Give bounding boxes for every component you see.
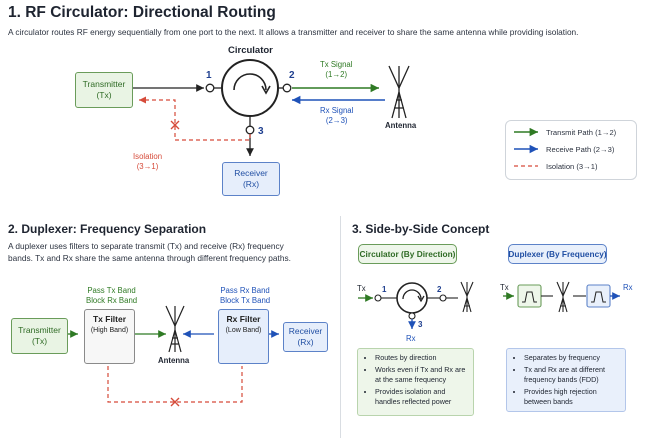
tx-signal-label: Tx Signal (1→2) (320, 60, 353, 79)
isolation-x-icon (170, 120, 180, 130)
antenna-icon (388, 65, 410, 119)
transmitter-box: Transmitter (Tx) (75, 72, 133, 108)
port1-label: 1 (206, 70, 212, 81)
port2-label: 2 (289, 70, 295, 81)
rx-filter-sub: (Low Band) (225, 327, 262, 334)
rx-pass-label: Pass Rx Band Block Tx Band (220, 286, 271, 305)
duplexer-heading: 2. Duplexer: Frequency Separation (8, 222, 207, 236)
duplexer-antenna-label: Antenna (158, 356, 190, 365)
rx-filter-label: Rx Filter (226, 314, 261, 324)
mini-rx-label: Rx (406, 334, 416, 343)
duplexer-transmitter-box: Transmitter (Tx) (11, 318, 68, 354)
rx-signal-label: Rx Signal (2→3) (320, 106, 354, 125)
duplexer-antenna-icon (165, 305, 185, 353)
circulator-note-3: Provides isolation and handles reflected… (375, 387, 467, 407)
tx-pass-label: Pass Tx Band Block Rx Band (86, 286, 138, 305)
duplexer-receiver-box: Receiver (Rx) (283, 322, 328, 352)
circulator-note-1: Routes by direction (375, 353, 467, 363)
mini-port2-label: 2 (437, 285, 442, 294)
legend: Transmit Path (1→2) Receive Path (2→3) I… (505, 120, 637, 180)
antenna-label: Antenna (385, 121, 417, 130)
port1-node (205, 83, 215, 93)
duplexer-note-3: Provides high rejection between bands (524, 387, 619, 407)
rx-filter-box: Rx Filter (Low Band) (218, 309, 269, 364)
transmitter-label: Transmitter (82, 79, 126, 89)
tx-filter-label: Tx Filter (92, 314, 127, 324)
circulator-notes: Routes by direction Works even if Tx and… (357, 348, 474, 416)
transmitter-sub: (Tx) (96, 90, 112, 100)
circulator-note-2: Works even if Tx and Rx are at the same … (375, 365, 467, 385)
concept-heading: 3. Side-by-Side Concept (352, 222, 490, 236)
port3-label: 3 (258, 126, 264, 137)
mini-antenna-icon-2 (556, 281, 570, 313)
receiver-sub: (Rx) (242, 179, 260, 189)
section-divider (340, 216, 341, 438)
duplexer-notes: Separates by frequency Tx and Rx are at … (506, 348, 626, 412)
circulator-label: Circulator (228, 45, 273, 56)
tx-filter-box: Tx Filter (High Band) (84, 309, 135, 364)
isolation-label: Isolation (3→1) (133, 152, 163, 171)
mini-port3-label: 3 (418, 320, 423, 329)
receiver-label: Receiver (234, 168, 268, 178)
mini-tx-filter (517, 284, 542, 308)
circulator-tag: Circulator (By Direction) (358, 244, 457, 264)
mini-antenna-icon-1 (460, 281, 474, 313)
port3-node (245, 125, 255, 135)
mini-dup-tx-label: Tx (500, 283, 509, 292)
mini-tx-label: Tx (357, 284, 366, 293)
filter-isolation-x-icon (170, 397, 180, 407)
legend-item-transmit: Transmit Path (1→2) (546, 128, 617, 137)
filter-isolation-path (107, 366, 243, 403)
tx-filter-sub: (High Band) (90, 327, 129, 334)
duplexer-text: A duplexer uses filters to separate tran… (8, 241, 291, 263)
duplexer-note-2: Tx and Rx are at different frequency ban… (524, 365, 619, 385)
intro-text: A circulator routes RF energy sequential… (8, 27, 579, 37)
port2-node (282, 83, 292, 93)
mini-dup-rx-label: Rx (623, 283, 633, 292)
mini-rx-filter (586, 284, 611, 308)
circulator-rotation-arrow (233, 73, 267, 91)
duplexer-tag: Duplexer (By Frequency) (508, 244, 607, 264)
mini-port1-label: 1 (382, 285, 387, 294)
legend-item-isolation: Isolation (3→1) (546, 162, 598, 171)
legend-item-receive: Receive Path (2→3) (546, 145, 615, 154)
page-title: 1. RF Circulator: Directional Routing (8, 4, 276, 21)
receiver-box: Receiver (Rx) (222, 162, 280, 196)
isolation-path (139, 96, 251, 141)
duplexer-note-1: Separates by frequency (524, 353, 619, 363)
